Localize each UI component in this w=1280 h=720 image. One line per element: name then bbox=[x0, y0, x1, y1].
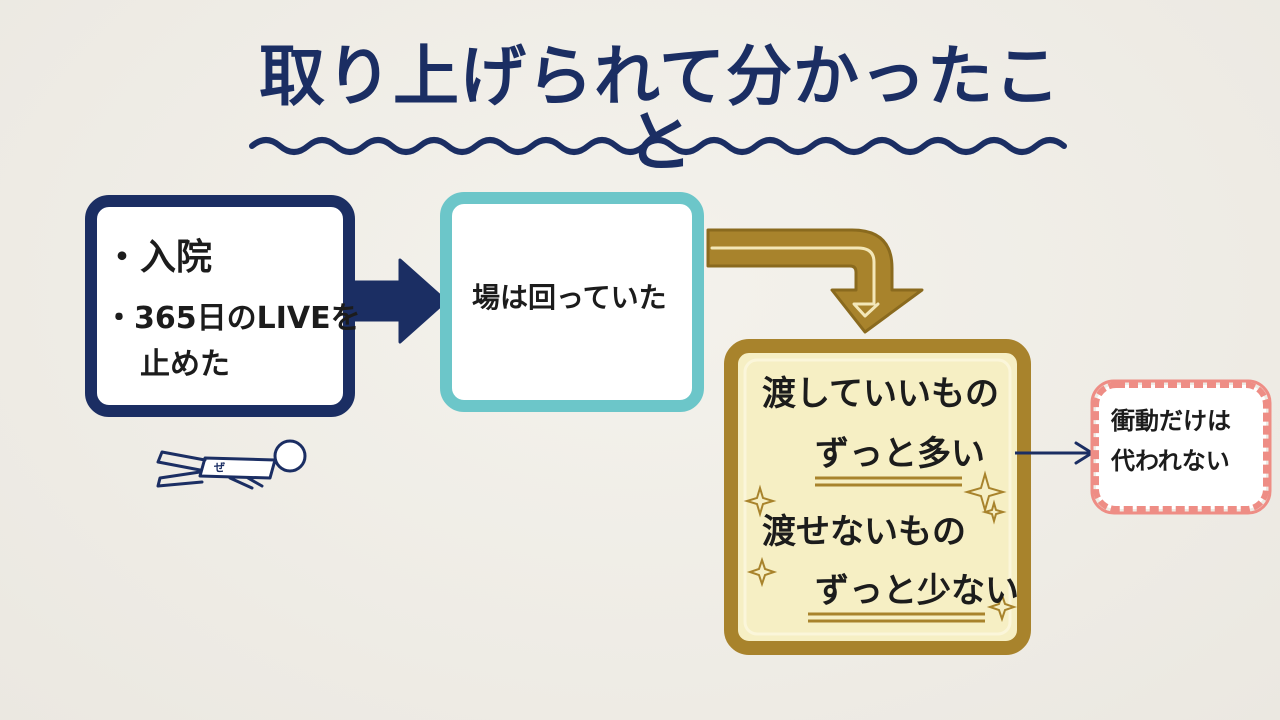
box4-line-impulse: 衝動だけは bbox=[1111, 407, 1231, 435]
page-title: 取り上げられて分かったこと bbox=[258, 38, 1062, 181]
box4-line-irreplaceable: 代われない bbox=[1111, 447, 1230, 475]
sparkle-icon bbox=[981, 499, 1007, 525]
box-place-kept-going bbox=[440, 192, 704, 412]
box3-line-cannot-delegate: 渡せないもの bbox=[762, 512, 966, 552]
sparkle-icon bbox=[963, 470, 1007, 514]
box1-line-hospitalization: ・入院 bbox=[104, 237, 213, 278]
title-wavy-underline bbox=[249, 137, 1067, 155]
box3-line-much-more: ずっと多い bbox=[815, 434, 985, 474]
box-hospitalization bbox=[85, 195, 355, 417]
arrow-box1-to-box2 bbox=[350, 258, 448, 344]
box3-line-can-delegate: 渡していいもの bbox=[762, 374, 999, 414]
svg-text:ぜ: ぜ bbox=[214, 461, 225, 474]
sparkle-icon bbox=[986, 591, 1018, 623]
box1-line-stopped-live: ・365日のLIVEを bbox=[104, 301, 361, 336]
box1-line-stopped: 止めた bbox=[140, 347, 230, 382]
sparkle-icon bbox=[746, 556, 778, 588]
box-impulse bbox=[1093, 382, 1269, 512]
box3-line-much-fewer: ずっと少ない bbox=[815, 571, 1019, 611]
lying-person-icon bbox=[156, 439, 307, 490]
arrow-box2-to-box3 bbox=[706, 228, 924, 334]
box2-text: 場は回っていた bbox=[472, 281, 667, 314]
box-delegation bbox=[724, 339, 1031, 655]
sparkle-icon bbox=[743, 484, 777, 518]
